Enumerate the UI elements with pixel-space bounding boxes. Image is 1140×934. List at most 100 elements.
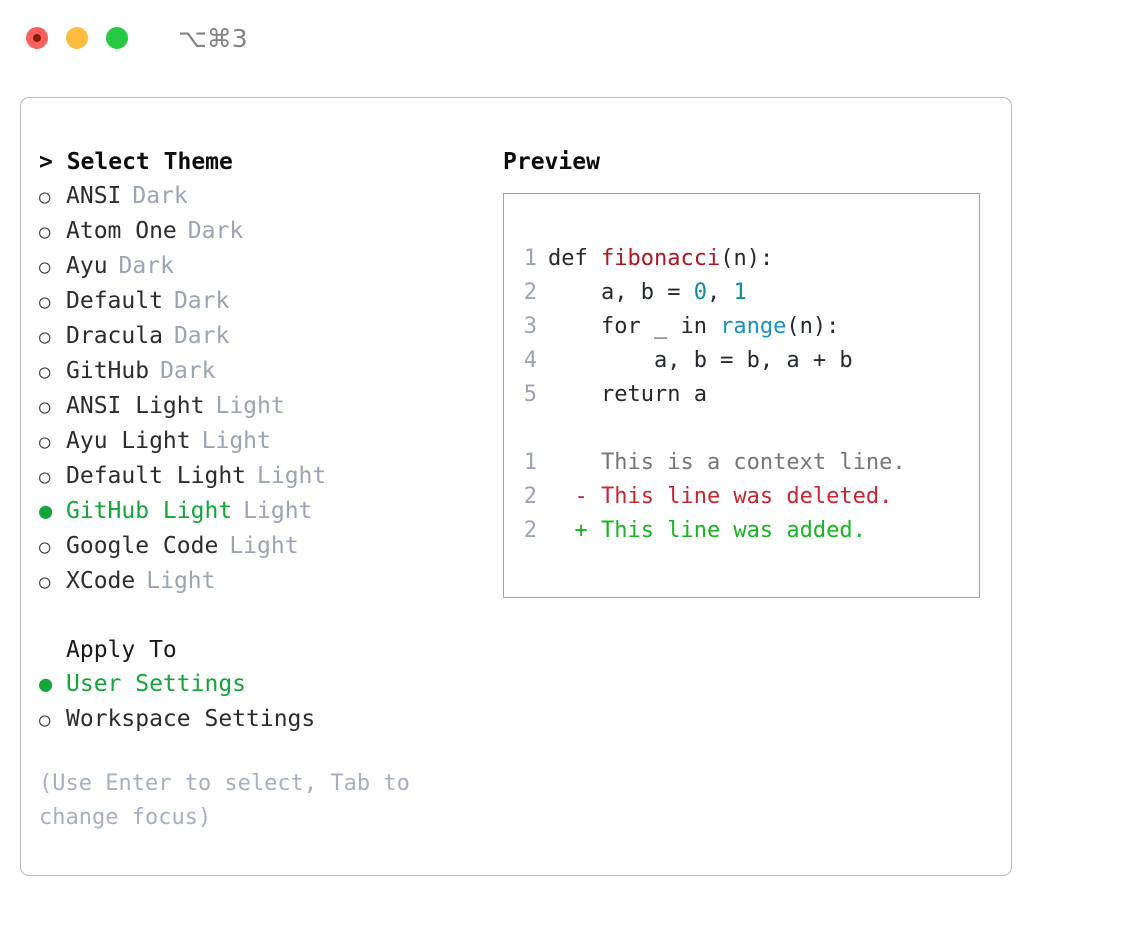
theme-option-tag: Dark — [160, 358, 216, 384]
theme-option-label: Atom One — [66, 218, 177, 244]
theme-option-tag: Dark — [173, 288, 230, 314]
apply-to-option[interactable]: ● User Settings — [39, 667, 501, 702]
code-text: a, b = 0, 1 — [548, 276, 747, 310]
theme-option[interactable]: ○ Google Code Light — [39, 529, 501, 564]
theme-option-label: XCode — [66, 568, 136, 594]
code-line: 5 return a — [504, 378, 979, 412]
theme-option-tag: Light — [229, 533, 299, 559]
code-line: 1 def fibonacci(n): — [504, 242, 979, 276]
select-theme-heading: > Select Theme — [39, 149, 233, 175]
radio-unselected-icon: ○ — [39, 396, 51, 418]
line-number: 3 — [523, 314, 537, 339]
theme-option-tag: Dark — [173, 323, 230, 349]
diff-line-number: 2 — [523, 518, 537, 543]
radio-unselected-icon: ○ — [39, 361, 51, 383]
theme-option-label: Default — [66, 288, 163, 314]
code-token-num: 1 — [733, 280, 747, 305]
code-text: return a — [548, 378, 707, 412]
code-token-plain: for _ in — [548, 314, 721, 339]
theme-option-label: ANSI — [66, 183, 122, 209]
section-spacer — [39, 599, 501, 633]
theme-option[interactable]: ○ Atom One Dark — [39, 214, 501, 249]
theme-option-tag: Light — [201, 428, 271, 454]
title-bar: ⌥⌘3 — [0, 0, 1140, 76]
code-token-plain: (n): — [720, 246, 774, 271]
radio-unselected-icon: ○ — [39, 431, 51, 453]
theme-option-tag: Light — [257, 463, 327, 489]
apply-to-option-label: Workspace Settings — [66, 706, 316, 732]
theme-option[interactable]: ○ Default Dark — [39, 284, 501, 319]
theme-option[interactable]: ● GitHub Light Light — [39, 494, 501, 529]
radio-unselected-icon: ○ — [39, 326, 51, 348]
radio-unselected-icon: ○ — [39, 186, 51, 208]
maximize-button[interactable] — [106, 27, 128, 49]
theme-option[interactable]: ○ ANSI Light Light — [39, 389, 501, 424]
radio-unselected-icon: ○ — [39, 466, 51, 488]
theme-option-tag: Dark — [187, 218, 244, 244]
code-token-plain: , — [706, 280, 734, 305]
code-token-plain: def — [548, 246, 601, 271]
code-token-call: range — [720, 314, 787, 339]
apply-to-list[interactable]: ● User Settings ○ Workspace Settings — [39, 667, 501, 737]
radio-selected-icon: ● — [39, 499, 53, 524]
code-line: 2 a, b = 0, 1 — [504, 276, 979, 310]
code-token-plain: a, b = — [548, 280, 694, 305]
line-number: 2 — [523, 280, 537, 305]
theme-option-label: ANSI Light — [66, 393, 205, 419]
code-diff-separator — [504, 412, 979, 446]
apply-to-option[interactable]: ○ Workspace Settings — [39, 702, 501, 737]
code-token-plain: return a — [548, 382, 707, 407]
minimize-button[interactable] — [66, 27, 88, 49]
theme-option[interactable]: ○ Ayu Dark — [39, 249, 501, 284]
theme-option-tag: Light — [243, 498, 313, 524]
theme-option-tag: Dark — [118, 253, 174, 279]
preview-heading: Preview — [503, 149, 600, 175]
diff-text: + This line was added. — [548, 518, 866, 543]
close-button[interactable] — [26, 27, 48, 49]
radio-unselected-icon: ○ — [39, 221, 51, 243]
diff-line-number: 2 — [523, 484, 537, 509]
apply-to-option-label: User Settings — [66, 671, 247, 697]
window-controls — [26, 27, 128, 49]
diff-text: - This line was deleted. — [548, 484, 893, 509]
line-number: 1 — [523, 246, 537, 271]
keyboard-hint-text: (Use Enter to select, Tab to change focu… — [39, 771, 424, 830]
radio-unselected-icon: ○ — [39, 709, 51, 731]
theme-option-label: Ayu — [66, 253, 108, 279]
code-text: a, b = b, a + b — [548, 344, 853, 378]
theme-option-tag: Light — [146, 568, 216, 594]
radio-selected-icon: ● — [39, 672, 53, 697]
theme-option-label: Google Code — [66, 533, 219, 559]
radio-unselected-icon: ○ — [39, 536, 51, 558]
apply-to-heading: Apply To — [66, 637, 177, 663]
theme-option-label: Ayu Light — [66, 428, 191, 454]
theme-option-label: Default Light — [66, 463, 247, 489]
diff-line-number: 1 — [523, 450, 537, 475]
code-text: for _ in range(n): — [548, 310, 839, 344]
diff-line: 2 - This line was deleted. — [504, 480, 979, 514]
theme-option[interactable]: ○ Default Light Light — [39, 459, 501, 494]
radio-unselected-icon: ○ — [39, 291, 51, 313]
theme-option-label: GitHub Light — [66, 498, 233, 524]
theme-option-tag: Light — [215, 393, 285, 419]
keyboard-shortcut-label: ⌥⌘3 — [178, 23, 248, 53]
theme-option[interactable]: ○ Ayu Light Light — [39, 424, 501, 459]
code-token-fn: fibonacci — [600, 246, 721, 271]
diff-text: This is a context line. — [548, 450, 906, 475]
code-text: def fibonacci(n): — [548, 242, 773, 276]
line-number: 4 — [523, 348, 537, 373]
diff-sample: 1 This is a context line. 2 - This line w… — [504, 446, 979, 548]
line-number: 5 — [523, 382, 537, 407]
radio-unselected-icon: ○ — [39, 256, 51, 278]
